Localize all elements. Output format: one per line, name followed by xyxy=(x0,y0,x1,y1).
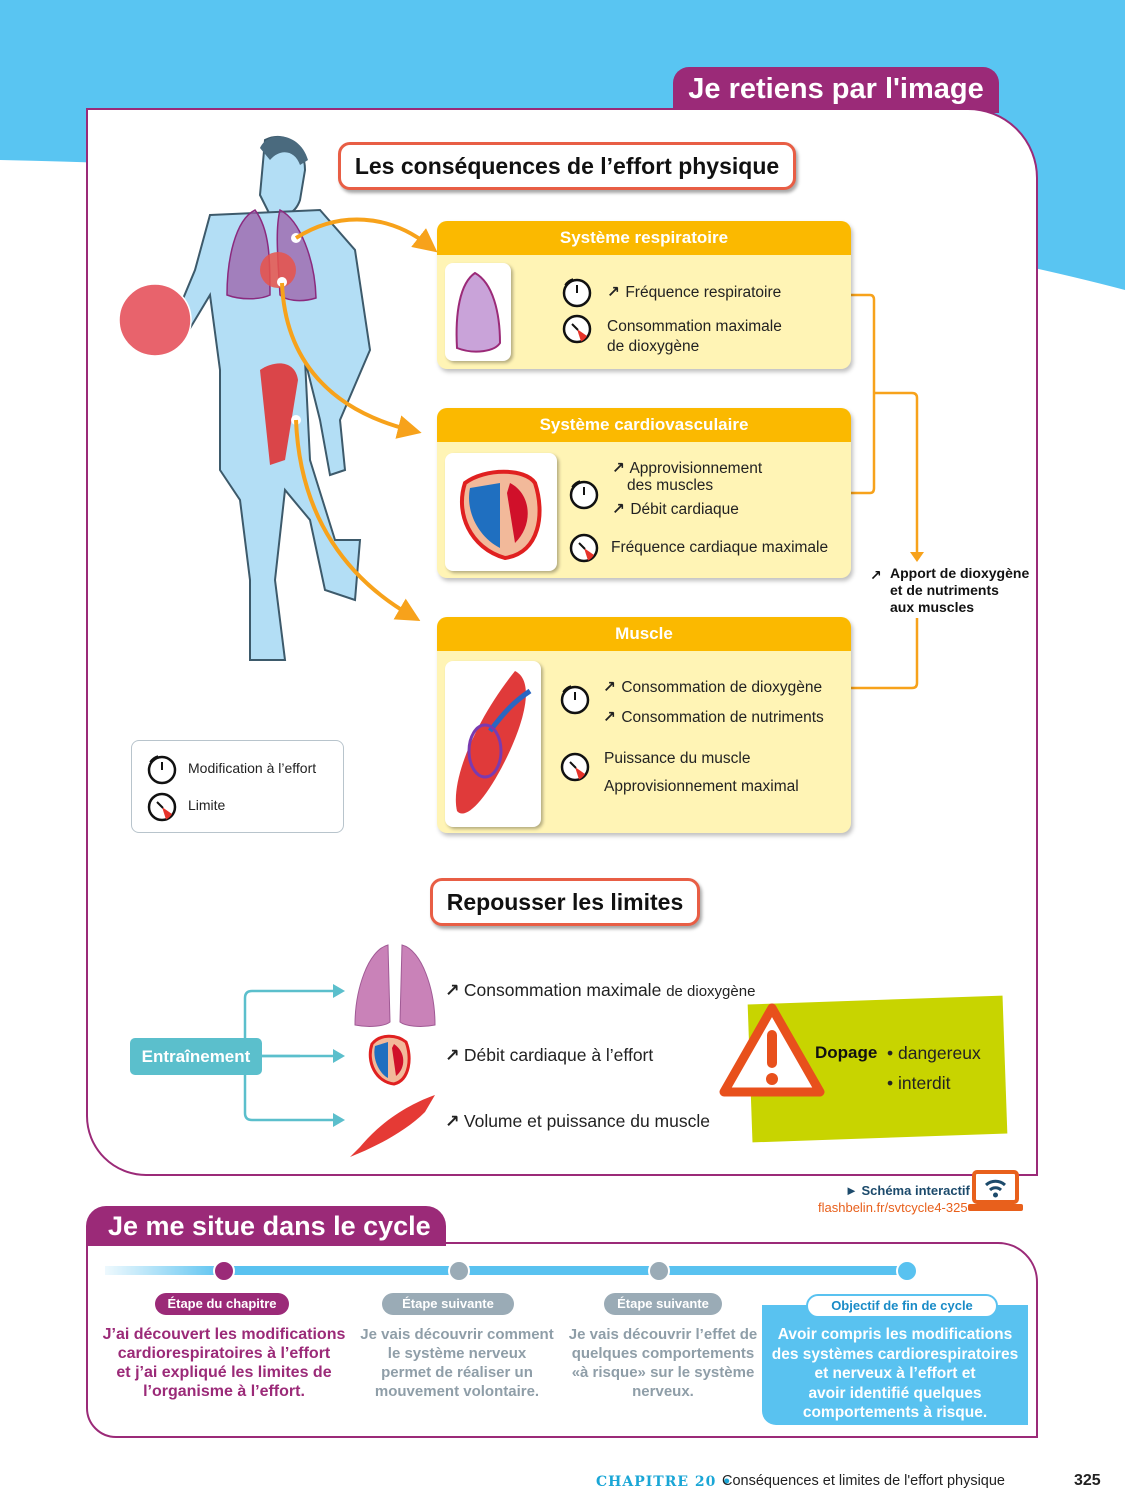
warning-icon xyxy=(719,1003,825,1097)
modification-gauge-icon xyxy=(147,755,177,785)
system-box-cardiovascular: Système cardiovasculaire ↗ Approvisionne… xyxy=(437,408,851,578)
training-label: Entraînement xyxy=(130,1038,262,1075)
timeline-dot-next xyxy=(448,1260,470,1282)
heart-marker xyxy=(260,252,296,288)
objective-panel xyxy=(762,1305,1028,1425)
athlete-illustration xyxy=(118,135,372,661)
legend-modification-label: Modification à l’effort xyxy=(188,760,317,776)
lung-illustration xyxy=(445,263,511,361)
modification-gauge-icon xyxy=(562,278,592,308)
doping-label: Dopage xyxy=(815,1043,878,1062)
muscle-illustration xyxy=(445,661,541,827)
interactive-schema-link[interactable]: flashbelin.fr/svtcycle4-325 xyxy=(818,1200,968,1215)
doping-item: • dangereux xyxy=(887,1043,981,1063)
heart-illustration xyxy=(445,453,557,571)
cycle-timeline xyxy=(105,1266,905,1275)
timeline-dot-objective xyxy=(896,1260,918,1282)
modification-text: ↗ Fréquence respiratoire xyxy=(607,284,782,301)
muscle-icon xyxy=(350,1095,435,1157)
cycle-title: Je me situe dans le cycle xyxy=(86,1206,446,1246)
system-title: Système cardiovasculaire xyxy=(437,408,851,442)
interactive-schema-label[interactable]: ► Schéma interactif xyxy=(845,1183,970,1198)
legend: Modification à l’effort Limite xyxy=(131,740,344,833)
step-pill-next: Étape suivante xyxy=(382,1293,514,1315)
limit-gauge-icon xyxy=(560,752,590,782)
effect-muscle: ↗ Volume et puissance du muscle xyxy=(445,1111,710,1131)
step-pill-next: Étape suivante xyxy=(604,1293,722,1315)
heart-point xyxy=(277,277,287,287)
limit-gauge-icon xyxy=(569,533,599,563)
doping-item: • interdit xyxy=(887,1073,951,1093)
limit-gauge-icon xyxy=(147,792,177,822)
footer-chapter-title: Conséquences et limites de l'effort phys… xyxy=(722,1473,1005,1489)
hair-icon xyxy=(260,136,308,165)
heart-icon xyxy=(368,1034,411,1086)
effect-oxygen: ↗ Consommation maximale de dioxygène xyxy=(445,980,756,1000)
laptop-wifi-icon[interactable] xyxy=(968,1170,1023,1212)
ball-icon xyxy=(118,283,192,357)
section-tab-retiens: Je retiens par l'image xyxy=(673,67,999,113)
timeline-dot-current xyxy=(213,1260,235,1282)
apport-label: ↗ Apport de dioxygène et de nutriments a… xyxy=(870,565,1030,615)
limit-gauge-icon xyxy=(562,314,592,344)
timeline-dot-next xyxy=(648,1260,670,1282)
step-pill-chapter: Étape du chapitre xyxy=(155,1293,289,1315)
effect-cardiac: ↗ Débit cardiaque à l’effort xyxy=(445,1045,654,1065)
limit-text: Puissance du muscle Approvisionnement ma… xyxy=(604,750,799,795)
muscle-point xyxy=(291,415,301,425)
limits-title: Repousser les limites xyxy=(430,878,700,926)
modification-text: ↗ Consommation de dioxygène ↗ Consommati… xyxy=(603,679,824,726)
lung-point xyxy=(291,233,301,243)
objective-pill: Objectif de fin de cycle xyxy=(806,1294,998,1318)
system-title: Système respiratoire xyxy=(437,221,851,255)
system-box-respiratory: Système respiratoire ↗ Fréquence respira… xyxy=(437,221,851,369)
system-box-muscle: Muscle ↗ Consommation de dioxygène ↗ Con… xyxy=(437,617,851,833)
lungs-icon xyxy=(354,944,436,1027)
modification-text: ↗ Approvisionnement des muscles ↗ Débit … xyxy=(612,460,763,518)
modification-gauge-icon xyxy=(569,480,599,510)
page-number: 325 xyxy=(1074,1472,1101,1489)
system-title: Muscle xyxy=(437,617,851,651)
consequences-title: Les conséquences de l’effort physique xyxy=(338,142,796,190)
limit-text: Fréquence cardiaque maximale xyxy=(611,539,829,556)
modification-gauge-icon xyxy=(560,685,590,715)
legend-limit-label: Limite xyxy=(188,797,226,813)
footer-chapter: CHAPITRE 20 • xyxy=(596,1474,733,1490)
